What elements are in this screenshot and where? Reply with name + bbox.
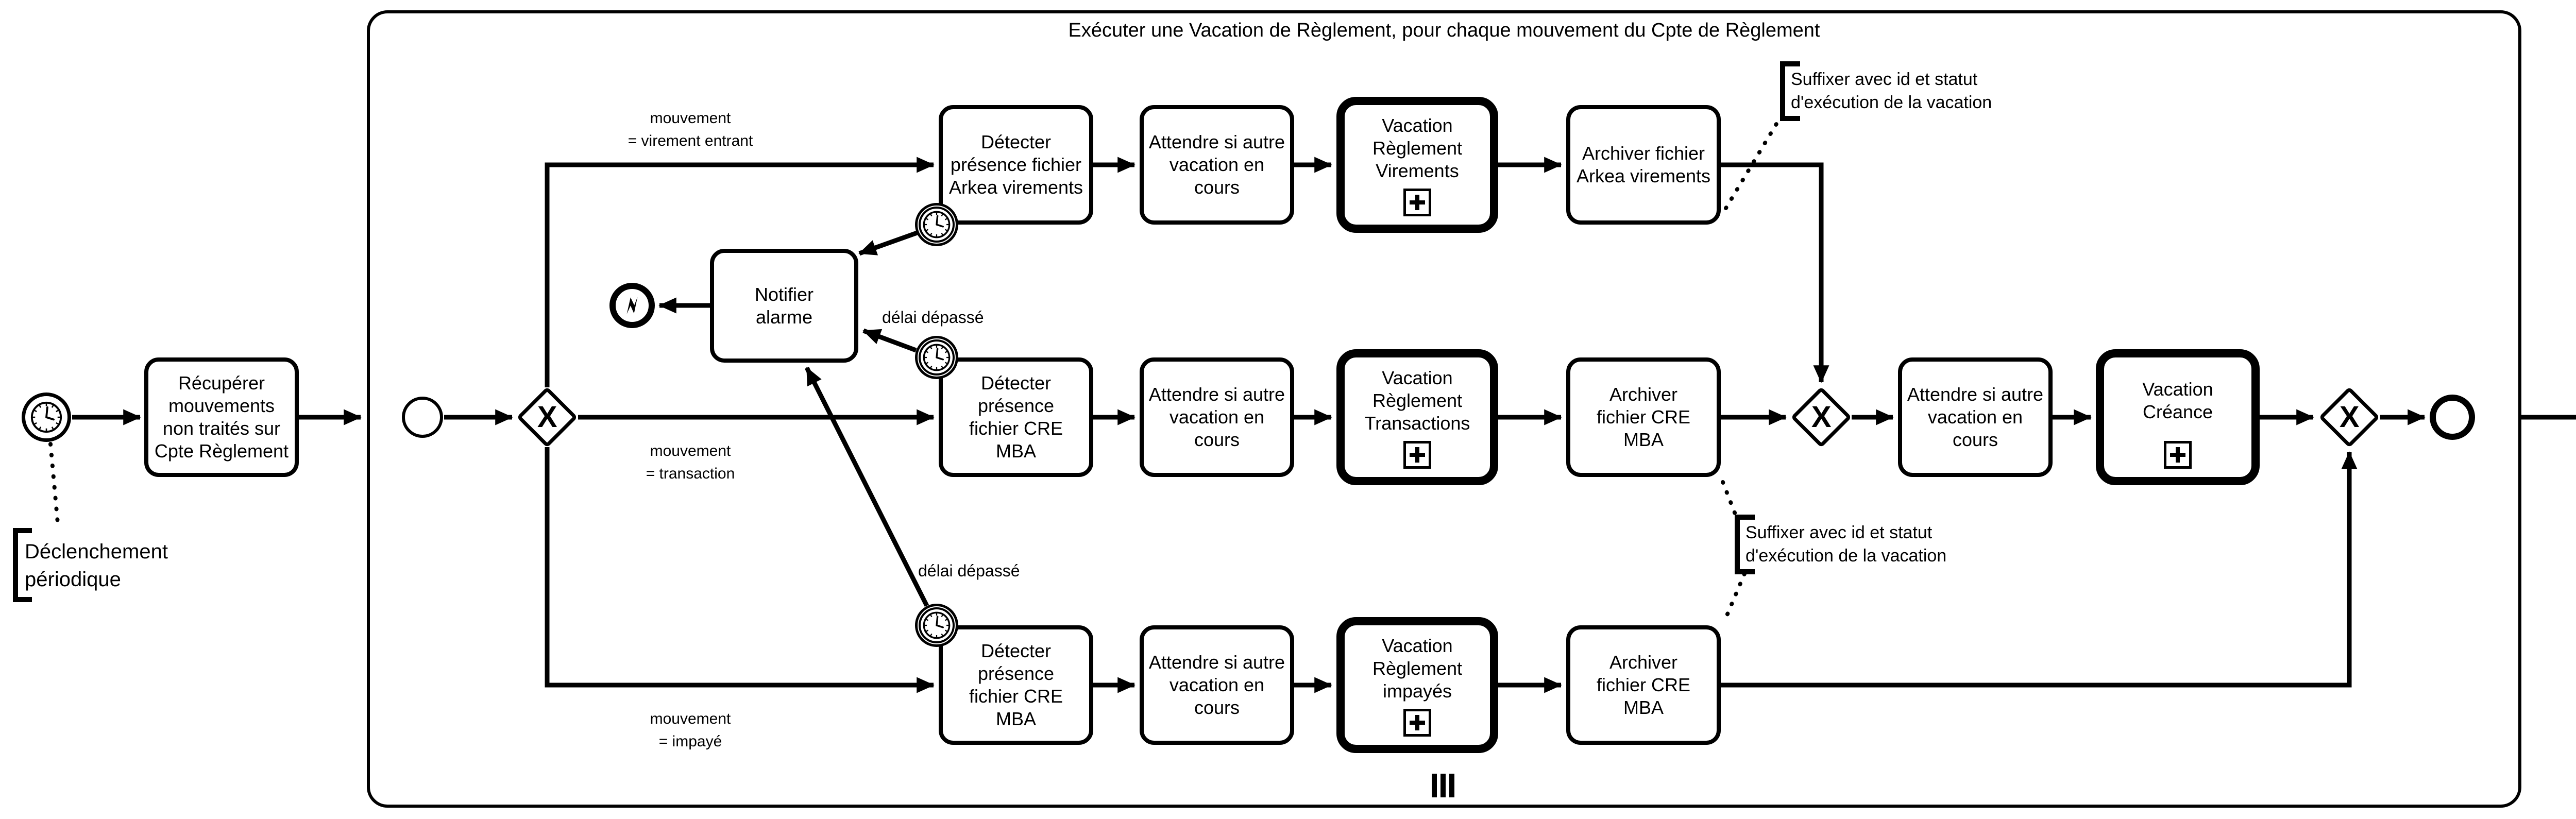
flow-label-transaction: mouvement = transaction	[646, 442, 735, 482]
x-marker-icon: X	[2339, 400, 2360, 434]
task-attendre-1[interactable]: Attendre si autre vacation en cours	[1140, 105, 1294, 225]
timer-ring	[919, 607, 955, 643]
task-detecter-arkea[interactable]: Détecter présence fichier Arkea virement…	[939, 105, 1093, 225]
flow-gateway1-to-detecter-impayes	[545, 447, 935, 693]
subprocess-end-event[interactable]	[2430, 395, 2475, 440]
subprocess-title: Exécuter une Vacation de Règlement, pour…	[1068, 20, 1820, 41]
clock-icon	[922, 343, 951, 372]
task-label: Archiver fichier CRE MBA	[1596, 652, 1691, 718]
task-notifier-alarme[interactable]: Notifier alarme	[710, 249, 858, 363]
clock-icon	[922, 210, 951, 239]
task-label: Détecter présence fichier CRE MBA	[969, 640, 1063, 729]
boundary-timer-transactions[interactable]	[915, 336, 958, 379]
timer-ring	[919, 207, 955, 243]
task-label: Vacation Règlement impayés	[1372, 635, 1463, 702]
task-label: Vacation Créance	[2142, 379, 2213, 422]
task-detecter-cre-impayes[interactable]: Détecter présence fichier CRE MBA	[939, 625, 1093, 745]
task-label: Détecter présence fichier CRE MBA	[969, 372, 1063, 462]
flow-gateway1-to-detecter-virements	[545, 157, 935, 387]
clock-icon	[30, 401, 63, 434]
task-attendre-2[interactable]: Attendre si autre vacation en cours	[1140, 357, 1294, 477]
task-label: Vacation Règlement Transactions	[1364, 367, 1470, 434]
task-label: Détecter présence fichier Arkea virement…	[948, 131, 1083, 198]
x-marker-icon: X	[1811, 400, 1832, 434]
flow-label-virement: mouvement = virement entrant	[628, 110, 753, 149]
flow-timer3-to-notifier	[804, 366, 929, 607]
task-label: Attendre si autre vacation en cours	[1148, 131, 1285, 198]
task-label: Attendre si autre vacation en cours	[1148, 384, 1285, 450]
timer-ring	[919, 339, 955, 376]
error-icon	[626, 297, 638, 314]
task-label: Attendre si autre vacation en cours	[1148, 652, 1285, 718]
association-start-annotation	[48, 442, 60, 531]
call-activity-vacation-impayes[interactable]: Vacation Règlement impayés	[1336, 617, 1498, 753]
task-label: Archiver fichier CRE MBA	[1596, 384, 1691, 450]
plus-icon	[2164, 441, 2192, 469]
call-activity-vacation-virements[interactable]: Vacation Règlement Virements	[1336, 97, 1498, 233]
multi-instance-icon	[1432, 774, 1454, 797]
annotation-bracket-declenchement	[13, 528, 32, 602]
task-label: Attendre si autre vacation en cours	[1907, 384, 2044, 450]
association-archiver2-annotation	[1721, 480, 1737, 516]
annotation-bracket-suffixer-2	[1735, 515, 1755, 574]
flow-timer2-to-notifier	[862, 328, 917, 353]
flow-label-delai-depasse-2: délai dépassé	[918, 561, 1020, 580]
subprocess-frame[interactable]	[367, 10, 2521, 808]
task-label: Vacation Règlement Virements	[1372, 115, 1463, 181]
call-activity-vacation-creance[interactable]: Vacation Créance	[2096, 349, 2260, 485]
flow-label-delai-depasse-1: délai dépassé	[882, 308, 984, 327]
flow-timer1-to-notifier	[858, 230, 918, 256]
plus-icon	[1403, 709, 1431, 737]
boundary-timer-virements[interactable]	[915, 203, 958, 246]
task-archiver-cre-transactions[interactable]: Archiver fichier CRE MBA	[1566, 357, 1721, 477]
task-detecter-cre-transactions[interactable]: Détecter présence fichier CRE MBA	[939, 357, 1093, 477]
annotation-declenchement: Déclenchement périodique	[25, 540, 168, 591]
task-archiver-arkea[interactable]: Archiver fichier Arkea virements	[1566, 105, 1721, 225]
task-attendre-4[interactable]: Attendre si autre vacation en cours	[1898, 357, 2053, 477]
flow-archiver1-to-gateway2	[1721, 162, 1829, 383]
association-annotation-archiver3	[1723, 572, 1747, 622]
flow-archiver3-to-gateway3	[1721, 451, 2358, 688]
call-activity-vacation-transactions[interactable]: Vacation Règlement Transactions	[1336, 349, 1498, 485]
timer-start-event[interactable]	[22, 393, 71, 442]
annotation-bracket-suffixer-1	[1780, 61, 1800, 121]
x-marker-icon: X	[537, 400, 557, 434]
clock-icon	[922, 611, 951, 640]
task-archiver-cre-impayes[interactable]: Archiver fichier CRE MBA	[1566, 625, 1721, 745]
task-label: Récupérer mouvements non traités sur Cpt…	[154, 372, 289, 462]
annotation-suffixer-2: Suffixer avec id et statut d'exécution d…	[1745, 523, 1947, 566]
plus-icon	[1403, 441, 1431, 469]
annotation-suffixer-1: Suffixer avec id et statut d'exécution d…	[1791, 70, 1992, 112]
plus-icon	[1403, 189, 1431, 216]
error-end-event[interactable]	[609, 283, 655, 328]
association-archiver1-annotation	[1724, 118, 1781, 210]
task-attendre-3[interactable]: Attendre si autre vacation en cours	[1140, 625, 1294, 745]
task-label: Archiver fichier Arkea virements	[1576, 143, 1711, 186]
task-recuperer-mouvements[interactable]: Récupérer mouvements non traités sur Cpt…	[144, 357, 299, 477]
boundary-timer-impayes[interactable]	[915, 604, 958, 647]
flow-label-impaye: mouvement = impayé	[650, 710, 731, 750]
task-label: Notifier alarme	[754, 283, 814, 328]
inner-start-event[interactable]	[402, 397, 443, 438]
